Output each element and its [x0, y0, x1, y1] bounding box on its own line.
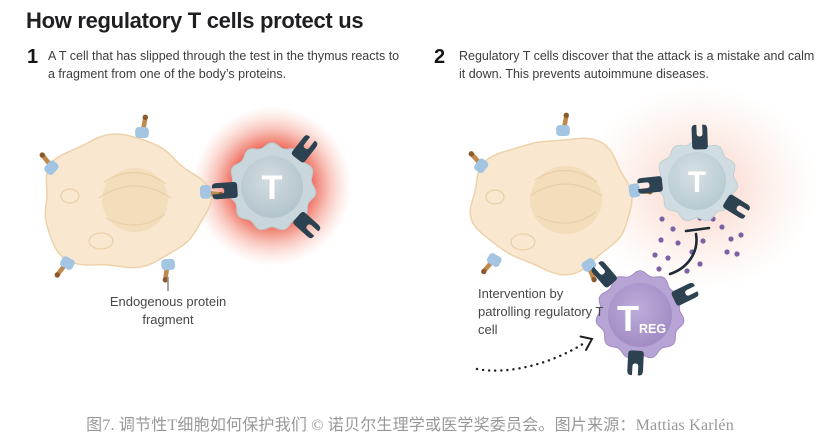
body-cell-1 — [33, 114, 225, 284]
treg-subscript: REG — [639, 322, 666, 336]
patrol-dotted-arrow — [475, 335, 594, 372]
page-title: How regulatory T cells protect us — [26, 8, 364, 33]
panel-2-description: Regulatory T cells discover that the att… — [459, 49, 815, 81]
endogenous-protein-fragment-label: Endogenous protein fragment — [109, 294, 227, 328]
treg-label: T — [617, 298, 639, 339]
mhc-receptor-icon — [135, 114, 149, 138]
t-cell-1-label: T — [262, 169, 283, 207]
nucleus-detail — [485, 169, 603, 251]
panel-2-number: 2 — [434, 46, 446, 68]
body-cell-2 — [462, 112, 654, 285]
t-cell-2-label: T — [688, 166, 706, 199]
tcr-receptor-icon — [627, 350, 645, 376]
t-cell-2: T — [637, 124, 752, 222]
intervention-label: Intervention by patrolling regulatory T … — [478, 286, 604, 338]
mhc-receptor-icon — [556, 112, 570, 136]
nucleus-detail — [60, 171, 172, 250]
panel-1-description: A T cell that has slipped through the te… — [48, 49, 400, 81]
mhc-receptor-icon — [479, 251, 503, 280]
inhibition-arrow — [668, 226, 711, 276]
panel-1-number: 1 — [27, 46, 39, 68]
t-cell-1: T — [211, 133, 322, 240]
figure-caption: 图7. 调节性T细胞如何保护我们 © 诺贝尔生理学或医学奖委员会。图片来源：Ma… — [86, 417, 734, 434]
treg-cell: T REG — [590, 259, 700, 376]
